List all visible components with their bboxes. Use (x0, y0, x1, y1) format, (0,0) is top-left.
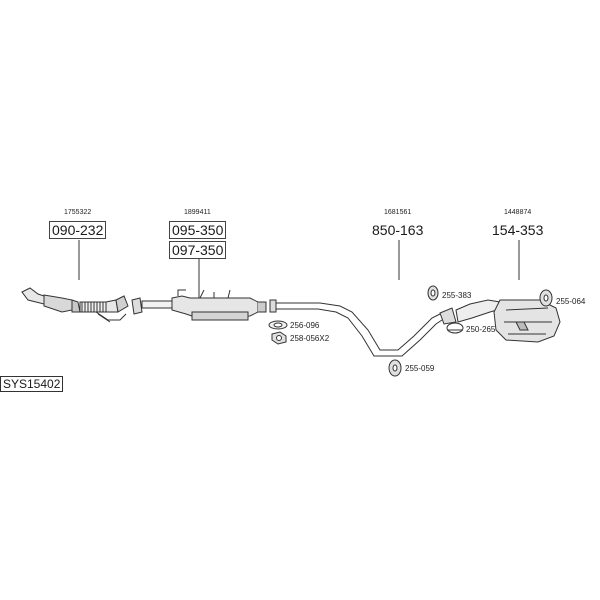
catalyst-drawing (141, 289, 267, 321)
accessory-label-255-383[interactable]: 255-383 (442, 291, 472, 300)
part-number-090-232[interactable]: 090-232 (49, 221, 107, 239)
accessory-label-255-059[interactable]: 255-059 (405, 364, 435, 373)
section-ref-1: 1755322 (64, 209, 92, 216)
accessory-icon-255-064 (539, 289, 553, 307)
part-number-097-350[interactable]: 097-350 (169, 241, 227, 259)
accessory-icon-256-096 (268, 320, 288, 330)
accessory-icon-258-056x2 (271, 331, 287, 345)
accessory-icon-250-265 (446, 322, 464, 334)
section-ref-2: 1899411 (184, 209, 211, 216)
middle-pipe-drawing (269, 299, 457, 357)
part-number-095-350[interactable]: 095-350 (169, 221, 227, 239)
rear-muffler-drawing (455, 299, 561, 343)
accessory-icon-255-383 (427, 285, 439, 301)
system-code-label: SYS15402 (0, 376, 64, 392)
part-number-850-163[interactable]: 850-163 (372, 222, 424, 238)
section-ref-4: 1448874 (504, 209, 532, 216)
accessory-label-256-096[interactable]: 256-096 (290, 321, 320, 330)
accessory-label-258-056x2[interactable]: 258-056X2 (290, 334, 330, 343)
accessory-icon-255-059 (388, 359, 402, 377)
accessory-label-250-265[interactable]: 250-265 (466, 325, 496, 334)
accessory-label-255-064[interactable]: 255-064 (556, 297, 586, 306)
part-number-154-353[interactable]: 154-353 (492, 222, 544, 238)
gasket-drawing (131, 297, 143, 315)
front-pipe-drawing (21, 287, 129, 323)
section-ref-3: 1681561 (384, 209, 412, 216)
